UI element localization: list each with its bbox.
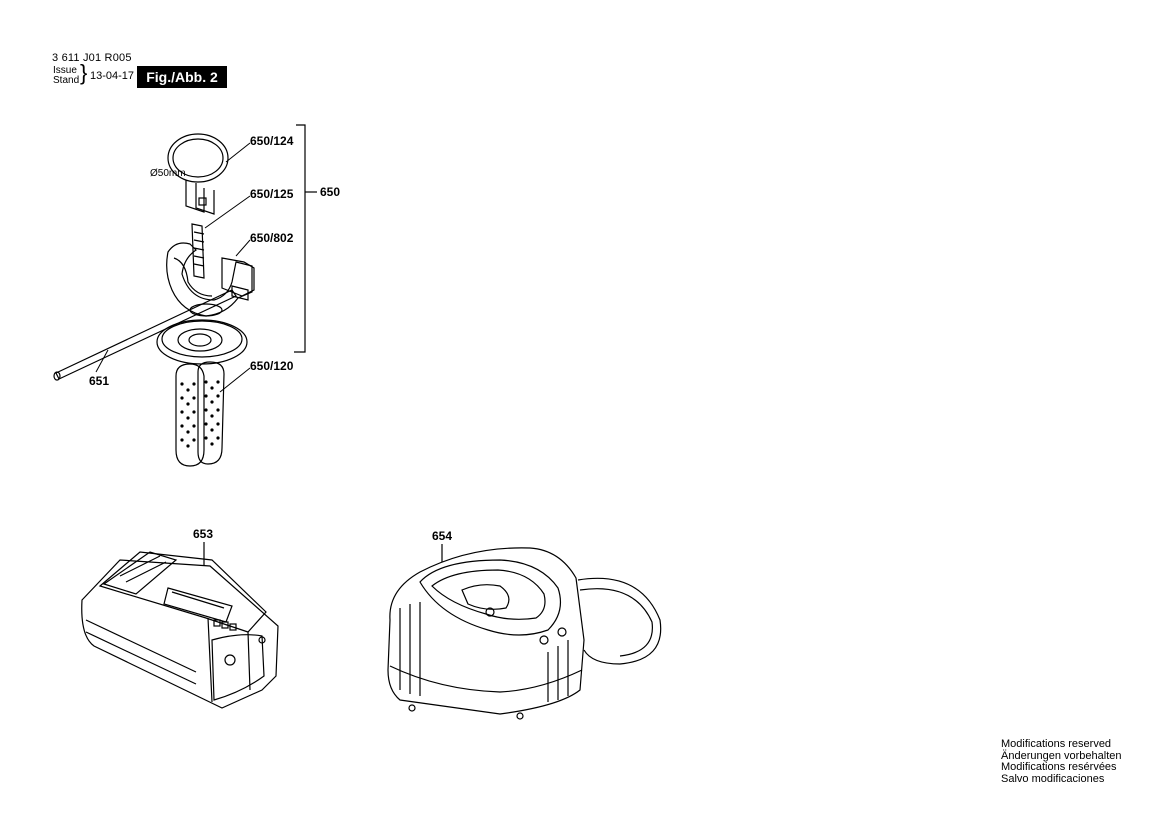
issue-date: 13-04-17 — [90, 70, 135, 82]
brace-glyph: } — [80, 60, 88, 85]
group-bracket — [294, 124, 306, 353]
battery-charger — [387, 544, 662, 720]
stand-label: Stand — [53, 75, 80, 86]
leader-lines — [95, 142, 251, 393]
handle-assembly — [53, 124, 317, 467]
clamping-band — [167, 133, 229, 215]
threaded-rod — [191, 223, 205, 279]
issue-label: Issue — [53, 65, 77, 76]
callout-653: 653 — [193, 527, 213, 541]
callout-651: 651 — [89, 374, 109, 388]
callout-650-124: 650/124 — [250, 134, 294, 148]
document-code: 3 611 J01 R005 — [52, 52, 132, 64]
grip-handle — [156, 319, 248, 467]
battery-pack — [81, 542, 279, 709]
clamp-head — [166, 242, 255, 317]
notice-line-fr: Modifications resérvées — [1001, 761, 1117, 773]
notice-line-de: Änderungen vorbehalten — [1001, 749, 1122, 762]
grip-texture — [180, 380, 220, 448]
depth-stop-rod — [53, 289, 237, 381]
callout-650: 650 — [320, 185, 340, 199]
callout-650-802: 650/802 — [250, 231, 294, 245]
callout-654: 654 — [432, 529, 452, 543]
figure-label: Fig./Abb. 2 — [137, 66, 227, 88]
diameter-annotation: Ø50mm — [150, 168, 186, 179]
issue-stand-label: Issue Stand — [53, 66, 79, 86]
notice-line-en: Modifications reserved — [1001, 738, 1112, 750]
callout-650-125: 650/125 — [250, 187, 294, 201]
callout-650-120: 650/120 — [250, 359, 294, 373]
modification-notice: Modifications reserved Änderungen vorbeh… — [1001, 738, 1122, 785]
notice-line-es: Salvo modificaciones — [1001, 772, 1105, 785]
